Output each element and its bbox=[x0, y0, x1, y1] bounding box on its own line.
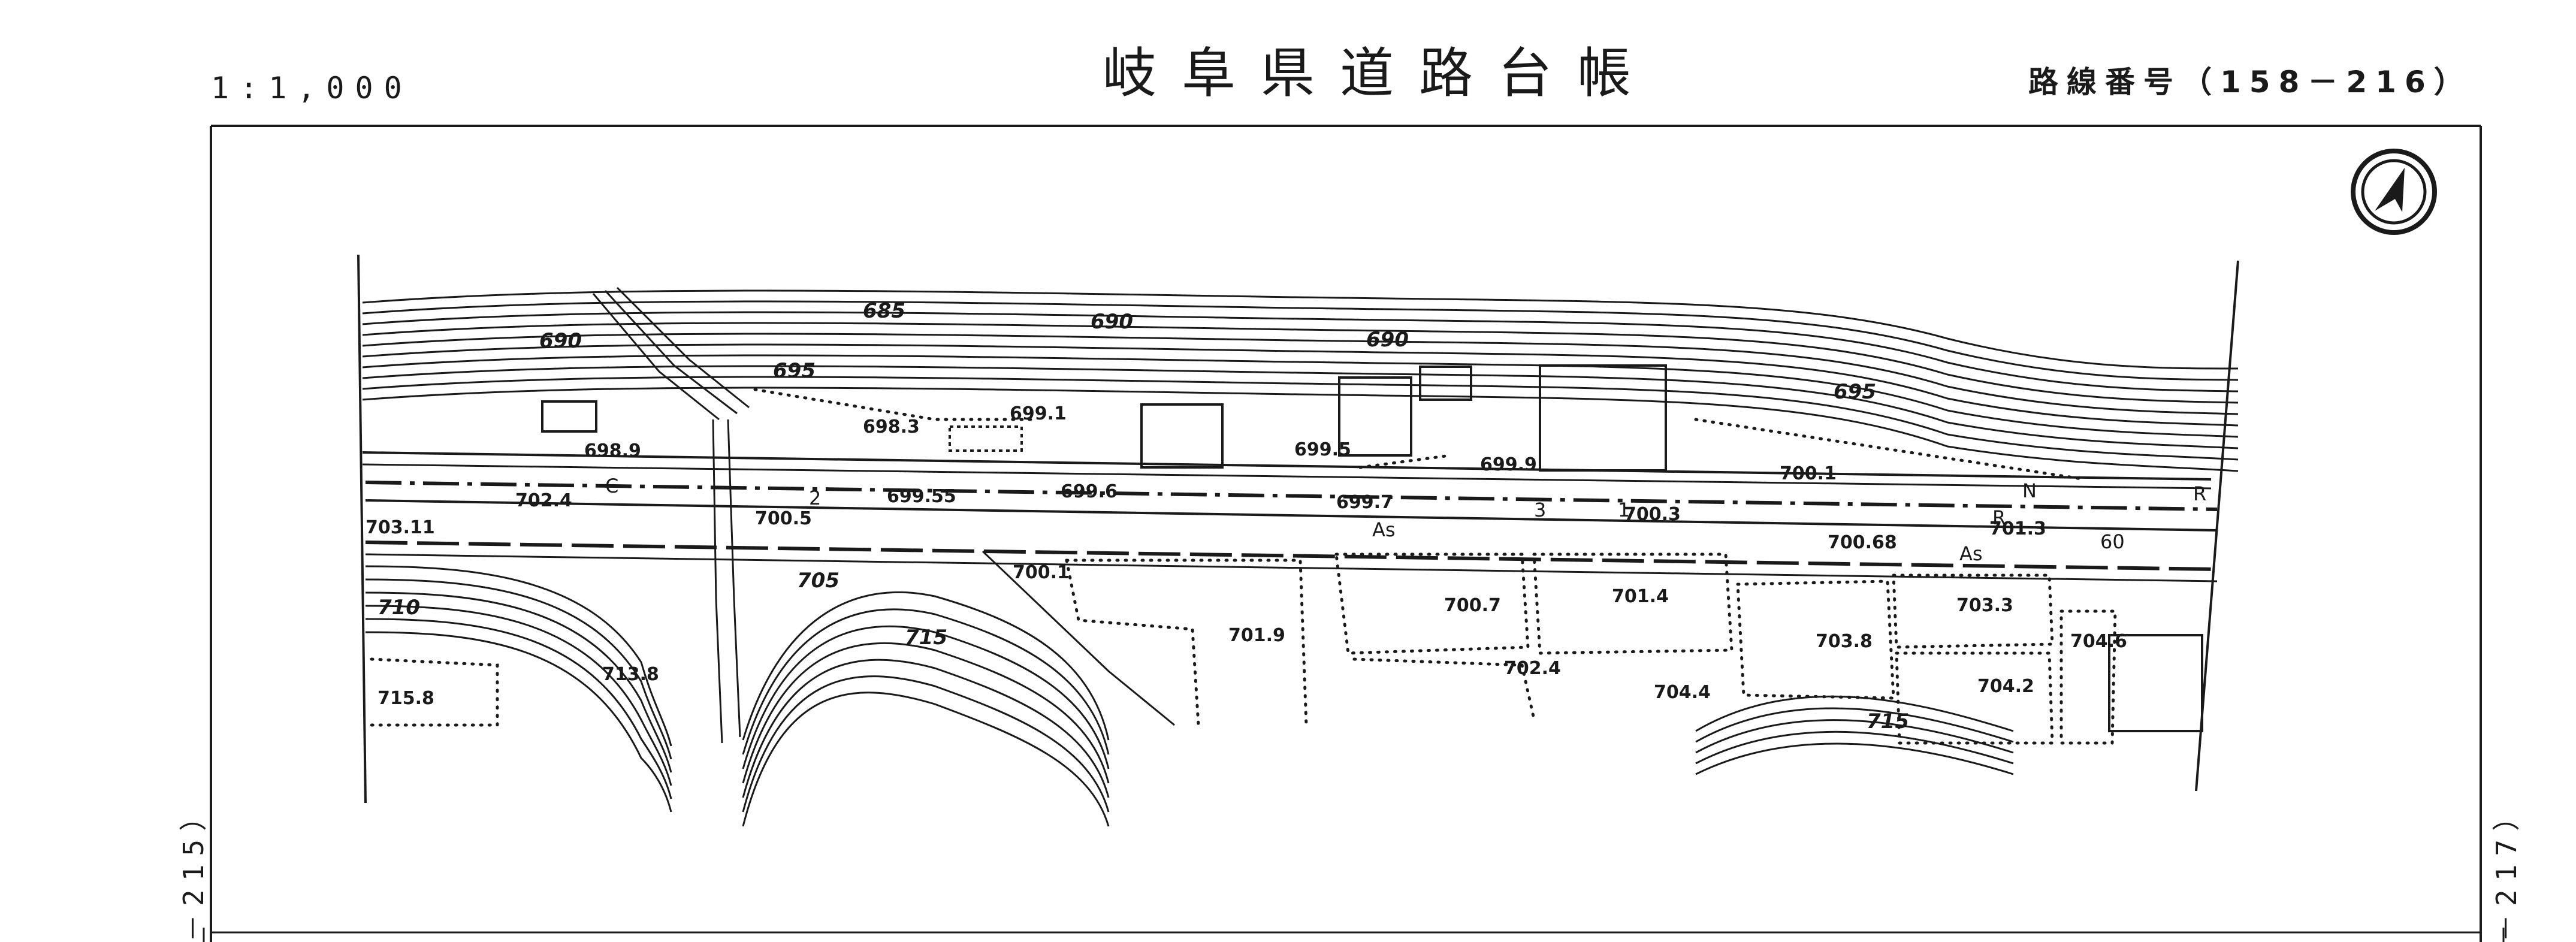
contour-line bbox=[362, 365, 2239, 449]
elevation-label: 699.7 bbox=[1336, 492, 1393, 513]
elevation-label: 699.6 bbox=[1061, 481, 1118, 502]
contour-line bbox=[742, 591, 1110, 741]
elevation-label: 700.5 bbox=[755, 508, 812, 529]
survey-boundary bbox=[357, 254, 2239, 804]
contour-line bbox=[742, 692, 1110, 827]
elevation-label: 699.1 bbox=[1010, 403, 1067, 424]
map-marker-label: 2 bbox=[809, 487, 821, 509]
elevation-label: 715.8 bbox=[378, 688, 434, 709]
elevation-label: 699.5 bbox=[1294, 439, 1351, 460]
parcel-boundaries bbox=[370, 388, 2117, 745]
elevation-label: 701.4 bbox=[1612, 586, 1669, 607]
contour-line bbox=[365, 631, 672, 813]
contour-line bbox=[1695, 742, 2014, 775]
elevation-label: 702.4 bbox=[1504, 658, 1561, 679]
contour-line bbox=[362, 387, 2239, 472]
contour-label: 710 bbox=[378, 596, 420, 620]
contour-label: 690 bbox=[539, 329, 582, 353]
elevation-label: 701.3 bbox=[1989, 518, 2046, 539]
contour-line bbox=[1695, 730, 2014, 765]
contour-line bbox=[365, 591, 672, 773]
buildings bbox=[541, 364, 2203, 732]
map-frame bbox=[203, 125, 2505, 942]
contour-line bbox=[362, 322, 2239, 404]
contour-line bbox=[365, 618, 672, 799]
contour-label: 715 bbox=[1867, 709, 1909, 733]
contour-label: 685 bbox=[863, 299, 905, 323]
contour-line bbox=[365, 605, 672, 786]
contour-line bbox=[365, 565, 672, 747]
contour-label: 715 bbox=[905, 626, 947, 650]
contour-lines-north bbox=[362, 289, 2239, 472]
elevation-label: 704.6 bbox=[2070, 631, 2127, 652]
map-marker-label: As bbox=[1959, 542, 1983, 565]
contour-line bbox=[742, 659, 1110, 798]
elevation-label: 704.2 bbox=[1977, 676, 2034, 697]
map-marker-label: 60 bbox=[2100, 530, 2125, 553]
map-marker-label: 1 bbox=[1618, 499, 1630, 521]
contour-line bbox=[742, 642, 1110, 784]
elevation-label: 699.9 bbox=[1480, 454, 1537, 475]
route-number: 路線番号（158－216） bbox=[2028, 65, 2472, 99]
north-arrow-icon bbox=[2351, 149, 2437, 235]
elevation-label: 702.4 bbox=[515, 490, 572, 511]
map-marker-label: R bbox=[1992, 506, 2006, 529]
map-marker-label: As bbox=[1372, 518, 1396, 541]
road bbox=[362, 451, 2218, 582]
ravine bbox=[592, 286, 1175, 744]
page-title: 岐阜県道路台帳 bbox=[1103, 42, 1656, 105]
contour-lines-south bbox=[365, 565, 2014, 827]
contour-label: 690 bbox=[1091, 310, 1133, 334]
map-labels: 685 690 695 690 690 695 705 710 715 715 698.9 698.3… bbox=[366, 299, 2206, 733]
map-marker-label: 3 bbox=[1534, 499, 1546, 521]
map-marker-label: C bbox=[605, 475, 618, 497]
contour-line bbox=[742, 625, 1110, 769]
contour-line bbox=[362, 311, 2239, 393]
elevation-label: 701.9 bbox=[1228, 625, 1285, 646]
elevation-label: 703.8 bbox=[1816, 631, 1873, 652]
elevation-label: 700.1 bbox=[1780, 463, 1837, 484]
contour-line bbox=[362, 354, 2239, 438]
elevation-label: 703.11 bbox=[366, 517, 435, 538]
contour-line bbox=[362, 333, 2239, 415]
map-marker-label: R bbox=[2193, 482, 2206, 505]
elevation-label: 698.3 bbox=[863, 416, 920, 437]
map-marker-label: N bbox=[2022, 479, 2037, 502]
contour-line bbox=[1695, 707, 2014, 743]
contour-label: 705 bbox=[797, 569, 839, 593]
elevation-label: 700.68 bbox=[1828, 532, 1897, 553]
contour-label: 695 bbox=[1834, 380, 1876, 404]
elevation-label: 713.8 bbox=[602, 664, 659, 685]
elevation-label: 700.3 bbox=[1624, 504, 1681, 525]
contour-label: 690 bbox=[1366, 328, 1409, 352]
elevation-label: 700.7 bbox=[1444, 595, 1501, 616]
contour-line bbox=[742, 675, 1110, 813]
elevation-label: 699.55 bbox=[887, 486, 956, 507]
elevation-label: 703.3 bbox=[1956, 595, 2013, 616]
contour-line bbox=[1695, 719, 2014, 754]
contour-label: 695 bbox=[773, 359, 816, 383]
contour-line bbox=[1695, 695, 2014, 732]
contour-line bbox=[362, 300, 2239, 381]
contour-line bbox=[742, 608, 1110, 755]
elevation-label: 700.1 bbox=[1013, 562, 1070, 583]
map-scale: 1:1,000 bbox=[211, 71, 413, 105]
elevation-label: 698.9 bbox=[584, 440, 641, 461]
contour-line bbox=[365, 578, 672, 760]
elevation-label: 704.4 bbox=[1654, 682, 1711, 703]
contour-line bbox=[362, 289, 2239, 370]
contour-line bbox=[362, 343, 2239, 427]
